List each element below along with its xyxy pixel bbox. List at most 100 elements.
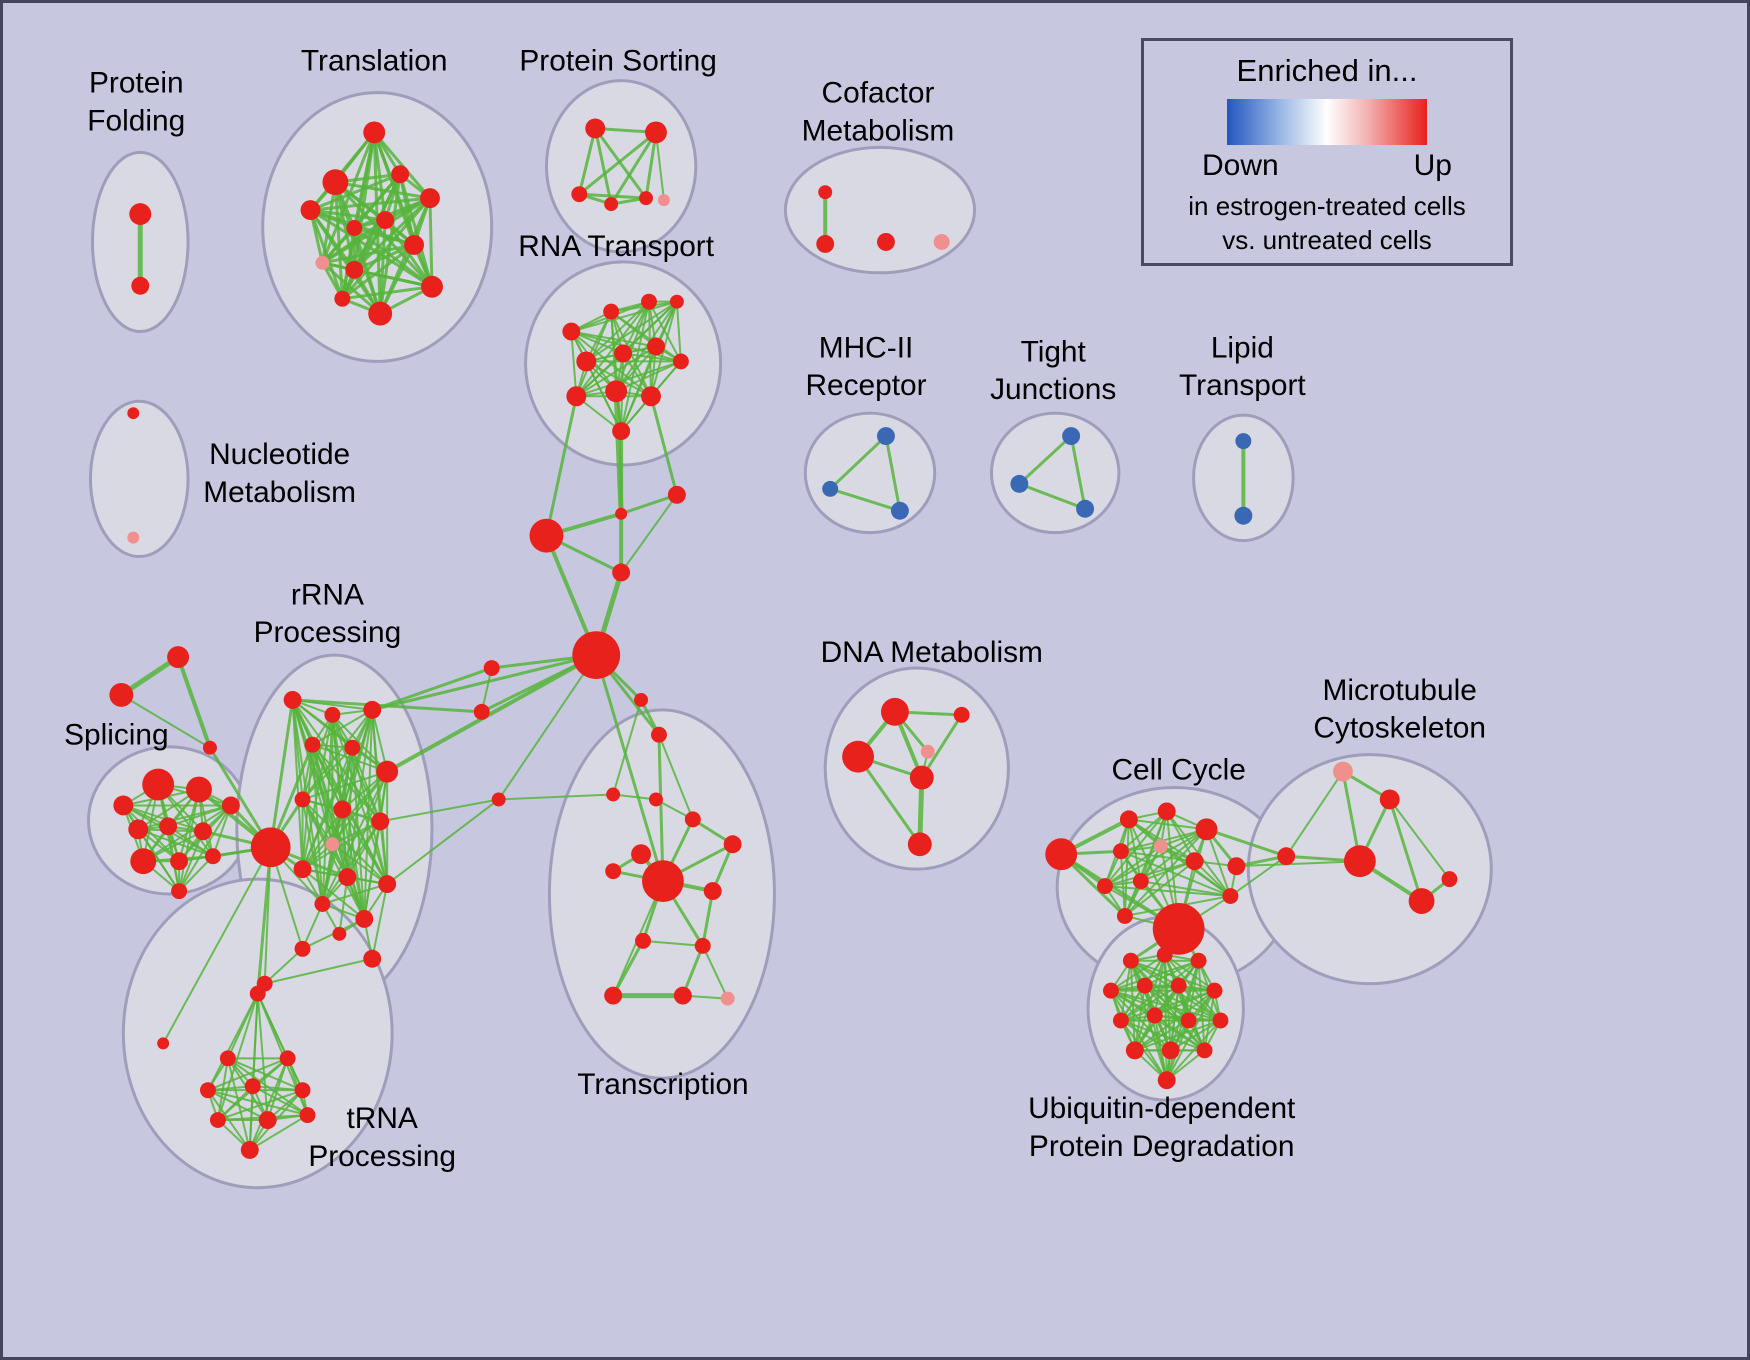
- network-node-rr14[interactable]: [314, 896, 331, 912]
- network-node-tx9[interactable]: [605, 863, 622, 880]
- network-node-cf3[interactable]: [876, 232, 895, 251]
- network-node-rr2[interactable]: [324, 706, 341, 723]
- network-node-rr5[interactable]: [344, 739, 361, 756]
- network-node-rr18[interactable]: [363, 949, 382, 968]
- network-node-rr8[interactable]: [294, 791, 311, 808]
- network-node-ub11[interactable]: [1212, 1012, 1229, 1029]
- network-node-tx14[interactable]: [673, 986, 692, 1005]
- network-node-ub1[interactable]: [1122, 952, 1139, 969]
- network-node-dm6[interactable]: [907, 832, 932, 857]
- network-node-ub8[interactable]: [1112, 1012, 1129, 1029]
- network-node-sp5[interactable]: [128, 819, 149, 840]
- network-node-hub1[interactable]: [250, 827, 291, 868]
- network-node-sp9[interactable]: [170, 852, 189, 871]
- network-node-rr3[interactable]: [363, 700, 382, 719]
- network-node-pf2[interactable]: [131, 276, 150, 295]
- network-node-sp4[interactable]: [221, 796, 240, 815]
- network-node-sp6[interactable]: [159, 817, 178, 836]
- network-node-t1[interactable]: [363, 121, 386, 144]
- network-node-rr17[interactable]: [294, 940, 311, 957]
- network-node-tx11[interactable]: [635, 932, 651, 949]
- network-node-cf2[interactable]: [816, 234, 835, 253]
- network-node-dm1[interactable]: [880, 697, 909, 726]
- network-node-lp2[interactable]: [1234, 506, 1253, 525]
- network-node-nm1[interactable]: [127, 407, 140, 420]
- network-node-ub14[interactable]: [1196, 1042, 1213, 1059]
- network-node-mt1[interactable]: [1332, 761, 1353, 782]
- network-node-cc7[interactable]: [1185, 852, 1204, 871]
- network-node-rr13[interactable]: [378, 875, 397, 894]
- network-node-r10[interactable]: [605, 380, 628, 403]
- network-node-rr12[interactable]: [338, 868, 357, 887]
- network-node-rr6[interactable]: [376, 760, 399, 783]
- network-node-tx15[interactable]: [720, 991, 735, 1006]
- network-node-rr9[interactable]: [333, 800, 352, 819]
- network-node-st1[interactable]: [167, 646, 190, 669]
- network-node-r4[interactable]: [669, 294, 684, 309]
- network-node-tn2[interactable]: [219, 1050, 236, 1067]
- network-node-cc2[interactable]: [1119, 810, 1138, 829]
- network-node-tx5[interactable]: [684, 811, 701, 828]
- network-node-tx6[interactable]: [723, 835, 742, 854]
- network-node-ub13[interactable]: [1161, 1041, 1180, 1060]
- network-node-rr4[interactable]: [304, 736, 321, 753]
- network-node-tx13[interactable]: [604, 986, 623, 1005]
- network-node-cc9[interactable]: [1097, 878, 1113, 895]
- network-node-mt3[interactable]: [1277, 847, 1296, 866]
- network-node-ch1[interactable]: [483, 660, 500, 677]
- network-node-t13[interactable]: [334, 290, 351, 307]
- network-node-dm3[interactable]: [842, 740, 875, 773]
- network-node-t12[interactable]: [368, 301, 393, 326]
- network-node-cc10[interactable]: [1132, 873, 1149, 890]
- network-node-rr1[interactable]: [283, 690, 302, 709]
- network-node-r12[interactable]: [612, 422, 631, 441]
- network-node-tn1[interactable]: [249, 985, 266, 1002]
- network-node-sp8[interactable]: [130, 848, 157, 875]
- network-node-cc13[interactable]: [1116, 907, 1133, 924]
- network-node-ub4[interactable]: [1102, 982, 1119, 999]
- network-node-ub5[interactable]: [1136, 977, 1153, 994]
- network-node-cc6[interactable]: [1153, 839, 1168, 854]
- network-node-t8[interactable]: [404, 234, 424, 255]
- network-node-cc3[interactable]: [1157, 802, 1176, 821]
- network-node-r2[interactable]: [603, 303, 620, 320]
- network-node-ub9[interactable]: [1146, 1007, 1163, 1024]
- network-node-t7[interactable]: [376, 211, 395, 229]
- network-node-sp11[interactable]: [171, 883, 188, 900]
- network-node-r5[interactable]: [576, 351, 597, 372]
- network-node-r9[interactable]: [566, 386, 587, 407]
- network-node-tno[interactable]: [157, 1037, 170, 1050]
- network-node-mh1[interactable]: [876, 427, 895, 446]
- network-node-dm4[interactable]: [920, 744, 935, 759]
- network-node-r8[interactable]: [672, 353, 689, 370]
- network-node-sp10[interactable]: [204, 848, 221, 865]
- network-node-sp1[interactable]: [142, 768, 175, 801]
- network-node-p5[interactable]: [639, 191, 653, 206]
- network-node-x3[interactable]: [667, 485, 686, 504]
- network-node-tn6[interactable]: [294, 1082, 311, 1099]
- network-node-rr7[interactable]: [325, 837, 340, 852]
- network-node-t2[interactable]: [322, 169, 349, 196]
- network-node-ub10[interactable]: [1180, 1012, 1197, 1029]
- network-node-tx4[interactable]: [649, 792, 663, 807]
- network-node-tj1[interactable]: [1062, 427, 1081, 446]
- network-node-p2[interactable]: [645, 121, 667, 144]
- network-node-tn10[interactable]: [240, 1140, 259, 1159]
- network-node-tn7[interactable]: [209, 1112, 226, 1129]
- network-node-tn3[interactable]: [279, 1050, 296, 1067]
- network-node-r3[interactable]: [641, 293, 657, 310]
- network-node-tx8[interactable]: [642, 860, 684, 903]
- network-node-p3[interactable]: [571, 186, 588, 203]
- network-node-x1[interactable]: [615, 507, 628, 520]
- network-node-tx7[interactable]: [631, 844, 651, 865]
- network-node-mh2[interactable]: [822, 480, 839, 497]
- network-node-x2[interactable]: [529, 518, 564, 553]
- network-node-rr15[interactable]: [355, 909, 374, 928]
- network-node-mt6[interactable]: [1441, 871, 1458, 888]
- network-node-pf1[interactable]: [129, 203, 152, 226]
- network-node-tx3[interactable]: [606, 787, 621, 802]
- network-node-cc4[interactable]: [1195, 818, 1218, 841]
- network-node-tx10[interactable]: [703, 882, 722, 901]
- network-node-cc12[interactable]: [1222, 888, 1239, 905]
- network-node-sp2[interactable]: [186, 776, 212, 803]
